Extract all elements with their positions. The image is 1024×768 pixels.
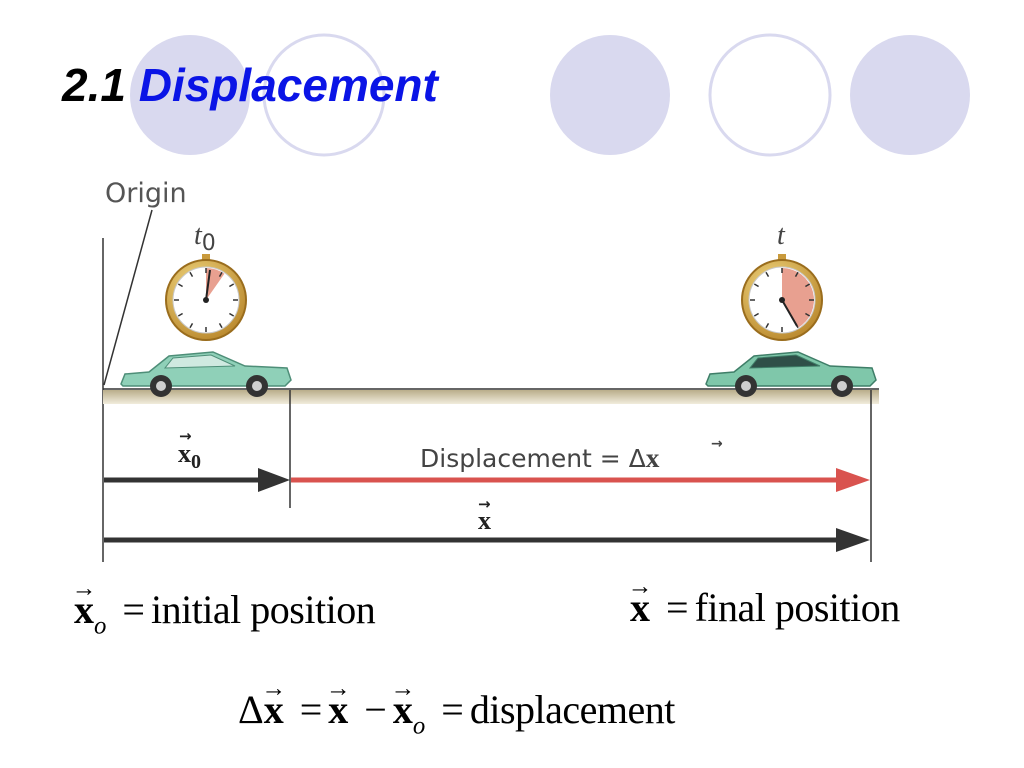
initial-position-equation: xo =initial position	[74, 587, 376, 640]
displacement-equals-2: =	[441, 687, 464, 732]
displacement-minus: −	[364, 687, 387, 732]
stopwatch-start-icon	[165, 254, 247, 341]
stopwatch-end-icon	[741, 254, 823, 341]
decor-circle-1	[130, 35, 250, 155]
final-position-symbol: x	[630, 588, 650, 628]
displacement-label: Displacement = Δx	[420, 443, 660, 473]
final-position-text: final position	[694, 585, 901, 630]
initial-vector-label: x0	[178, 439, 201, 473]
displacement-arrowhead	[836, 468, 870, 492]
title-text: Displacement	[138, 59, 438, 111]
decor-circle-4	[708, 33, 832, 157]
final-position-equation: x =final position	[630, 588, 900, 628]
title-number: 2.1	[62, 59, 126, 111]
title-decoration	[130, 33, 970, 157]
decor-circle-5	[850, 35, 970, 155]
final-vector-arrow-mark: →	[478, 495, 491, 513]
slide-title: 2.1 Displacement	[62, 62, 438, 108]
final-position-arrowhead	[836, 528, 870, 552]
displacement-equals-1: =	[299, 687, 323, 732]
displacement-text: displacement	[469, 687, 676, 732]
displacement-arrow-mark: →	[711, 436, 723, 452]
initial-position-arrowhead	[258, 468, 290, 492]
decor-circle-3	[550, 35, 670, 155]
initial-position-equals: =	[122, 587, 145, 632]
car-start-icon	[120, 351, 292, 397]
origin-leader-line	[103, 209, 153, 386]
start-time-label: t0	[194, 220, 216, 256]
end-time-label: t	[777, 220, 786, 251]
initial-position-subscript: o	[94, 612, 107, 640]
initial-position-symbol: x	[74, 590, 94, 630]
displacement-figure: Origin t0 t	[102, 178, 879, 562]
initial-position-text: initial position	[150, 587, 376, 632]
final-position-equals: =	[666, 585, 689, 630]
car-end-icon	[705, 351, 877, 397]
decor-circle-2	[262, 33, 386, 157]
displacement-delta: Δ	[238, 687, 264, 732]
final-vector-label: x	[478, 506, 491, 535]
road-surface	[103, 390, 879, 404]
displacement-term2-subscript: o	[412, 712, 426, 740]
displacement-lhs-symbol: x	[264, 690, 284, 730]
displacement-term2-symbol: x	[393, 690, 413, 730]
origin-label: Origin	[105, 178, 187, 209]
initial-vector-arrow-mark: →	[179, 427, 192, 445]
displacement-equation: Δx =x −xo =displacement	[238, 690, 675, 739]
displacement-term1-symbol: x	[328, 690, 348, 730]
